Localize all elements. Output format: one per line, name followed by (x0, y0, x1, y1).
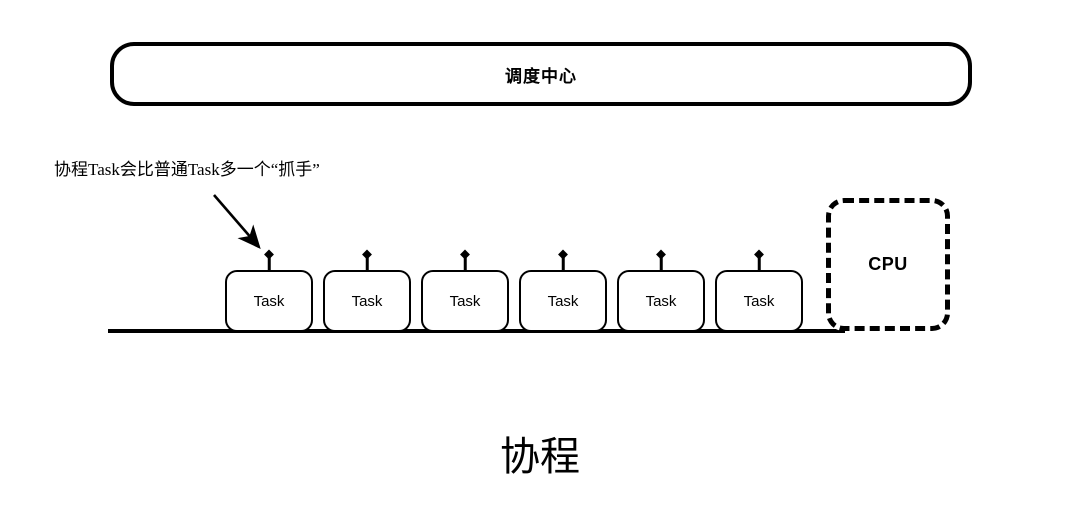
task-label: Task (547, 292, 579, 310)
task-label: Task (645, 292, 677, 310)
cpu-label: CPU (868, 254, 908, 274)
task-unit[interactable]: Task (225, 248, 313, 332)
task-unit[interactable]: Task (617, 248, 705, 332)
task-unit[interactable]: Task (715, 248, 803, 332)
task-label: Task (743, 292, 775, 310)
task-box[interactable]: Task (519, 270, 607, 332)
diamond-knob-icon (752, 248, 766, 274)
diamond-knob-icon (556, 248, 570, 274)
task-unit[interactable]: Task (519, 248, 607, 332)
task-box[interactable]: Task (225, 270, 313, 332)
task-label: Task (449, 292, 481, 310)
task-box[interactable]: Task (617, 270, 705, 332)
annotation-label: 协程Task会比普通Task多一个“抓手” (54, 160, 320, 179)
task-label: Task (351, 292, 383, 310)
task-row: Task Task Task Task (225, 248, 803, 332)
diagram-caption: 协程 (500, 434, 580, 479)
task-box[interactable]: Task (715, 270, 803, 332)
task-box[interactable]: Task (323, 270, 411, 332)
task-label: Task (253, 292, 285, 310)
diamond-knob-icon (654, 248, 668, 274)
diamond-knob-icon (458, 248, 472, 274)
task-unit[interactable]: Task (323, 248, 411, 332)
arrow-down-right-icon (213, 194, 261, 249)
diamond-knob-icon (360, 248, 374, 274)
cpu-box: CPU (826, 198, 950, 331)
scheduler-label: 调度中心 (505, 66, 577, 86)
scheduler-box: 调度中心 (110, 42, 972, 106)
task-box[interactable]: Task (421, 270, 509, 332)
diamond-knob-icon (262, 248, 276, 274)
task-unit[interactable]: Task (421, 248, 509, 332)
